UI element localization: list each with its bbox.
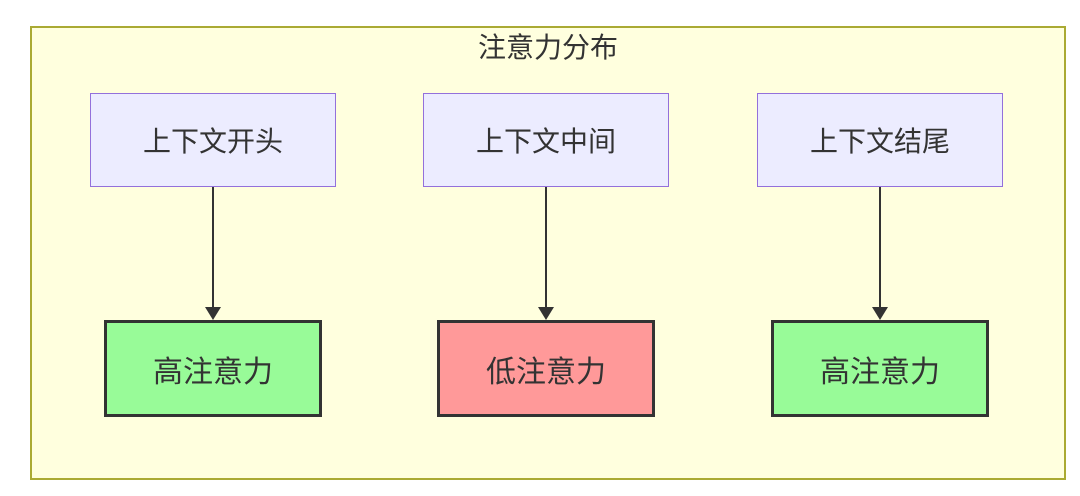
attention-distribution-cluster: 注意力分布 上下文开头 高注意力 上下文中间 低注意力 上下文结尾 高注意力 [30,26,1066,480]
arrow-start-head-icon [205,307,221,320]
arrow-start-line [212,187,214,308]
node-context-end: 上下文结尾 [757,93,1003,187]
cluster-title: 注意力分布 [477,32,618,63]
node-attention-high-2: 高注意力 [771,320,989,417]
arrow-end-line [879,187,881,308]
node-attention-low: 低注意力 [437,320,655,417]
arrow-middle-head-icon [538,307,554,320]
arrow-end-head-icon [872,307,888,320]
node-context-start: 上下文开头 [90,93,336,187]
node-context-middle: 上下文中间 [423,93,669,187]
arrow-middle-line [545,187,547,308]
node-attention-high-1: 高注意力 [104,320,322,417]
